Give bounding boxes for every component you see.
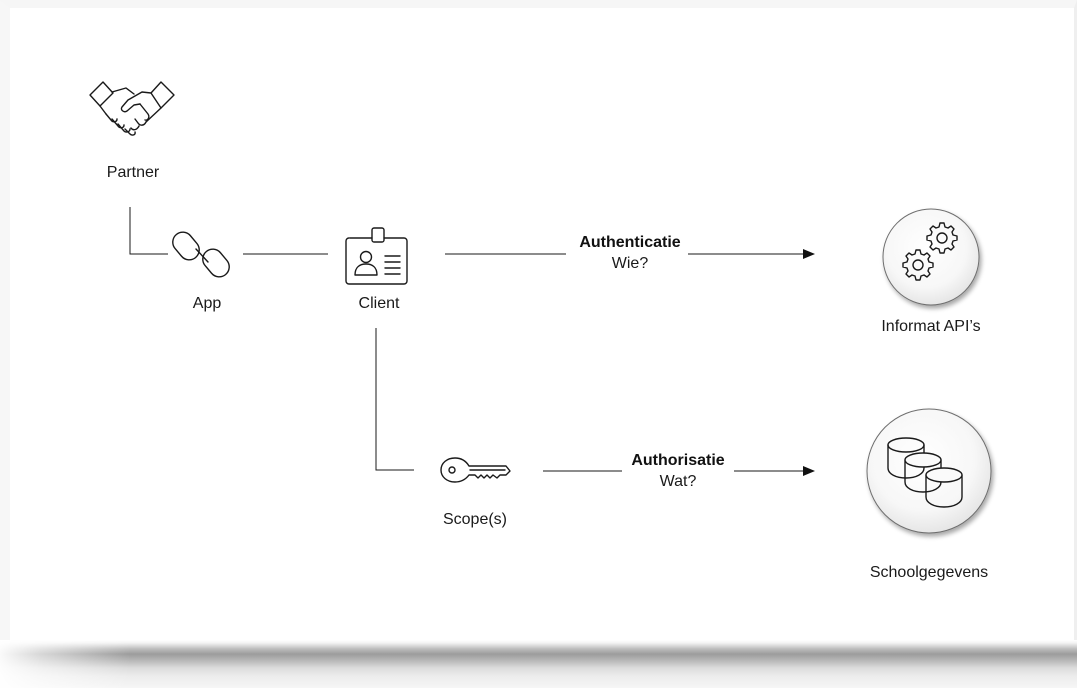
key-icon	[440, 457, 511, 483]
authentication-title: Authenticatie	[579, 234, 680, 251]
authorization-title: Authorisatie	[631, 452, 724, 469]
gears-node	[882, 208, 980, 306]
schoolgegevens-label: Schoolgegevens	[870, 564, 988, 581]
informat-apis-label: Informat API’s	[881, 318, 980, 335]
app-label: App	[193, 295, 222, 312]
partner-to-app-connector	[129, 207, 168, 255]
handshake-icon	[89, 81, 175, 136]
database-node	[866, 408, 992, 534]
bottom-shadow-fade	[0, 640, 130, 688]
gears-icon	[902, 222, 958, 281]
authorization-subtitle: Wat?	[660, 473, 697, 490]
link-icon	[172, 231, 230, 278]
client-label: Client	[359, 295, 400, 312]
scopes-label: Scope(s)	[443, 511, 507, 528]
authentication-subtitle: Wie?	[612, 255, 649, 272]
client-to-scopes-connector	[375, 328, 414, 471]
database-icon	[887, 437, 963, 508]
partner-label: Partner	[107, 164, 160, 181]
id-badge-icon	[345, 227, 408, 285]
bottom-shadow-bar	[0, 640, 1077, 688]
